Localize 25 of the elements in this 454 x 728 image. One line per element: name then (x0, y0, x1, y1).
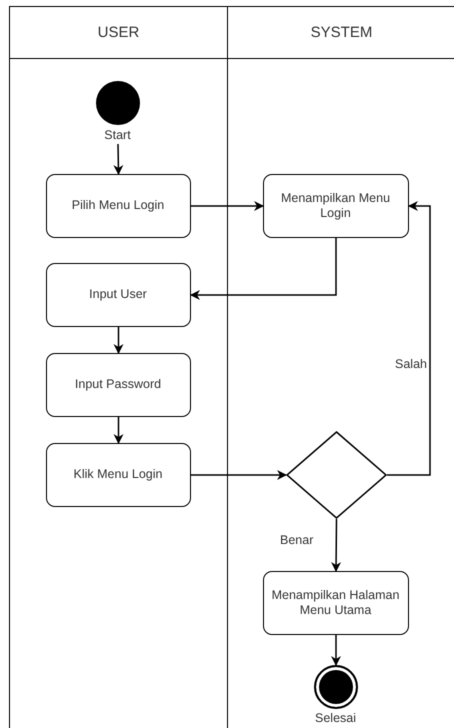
decision-diamond (286, 430, 386, 518)
swimlane (9, 6, 228, 728)
node-caption: Start (104, 128, 131, 142)
final-node (314, 664, 358, 708)
action-box: Menampilkan Menu Login (262, 174, 408, 238)
lane-header: USER (98, 24, 140, 41)
arrow (113, 144, 124, 175)
arrow (114, 327, 124, 354)
action-box: Input Password (46, 352, 190, 416)
lane-header: SYSTEM (310, 24, 372, 41)
arrow (191, 201, 264, 211)
edge-label: Benar (279, 533, 314, 547)
initial-node (96, 80, 140, 124)
action-box: Input User (46, 262, 190, 326)
node-caption: Selesai (315, 710, 356, 724)
action-box: Menampilkan Halaman Menu Utama (262, 570, 408, 634)
action-box: Klik Menu Login (46, 442, 190, 506)
arrow (331, 519, 342, 572)
arrow (190, 238, 337, 300)
arrow (387, 201, 431, 476)
arrow (331, 635, 341, 666)
edge-label: Salah (394, 357, 428, 371)
arrow (114, 417, 124, 444)
action-box: Pilih Menu Login (46, 174, 190, 238)
arrow (191, 470, 287, 480)
